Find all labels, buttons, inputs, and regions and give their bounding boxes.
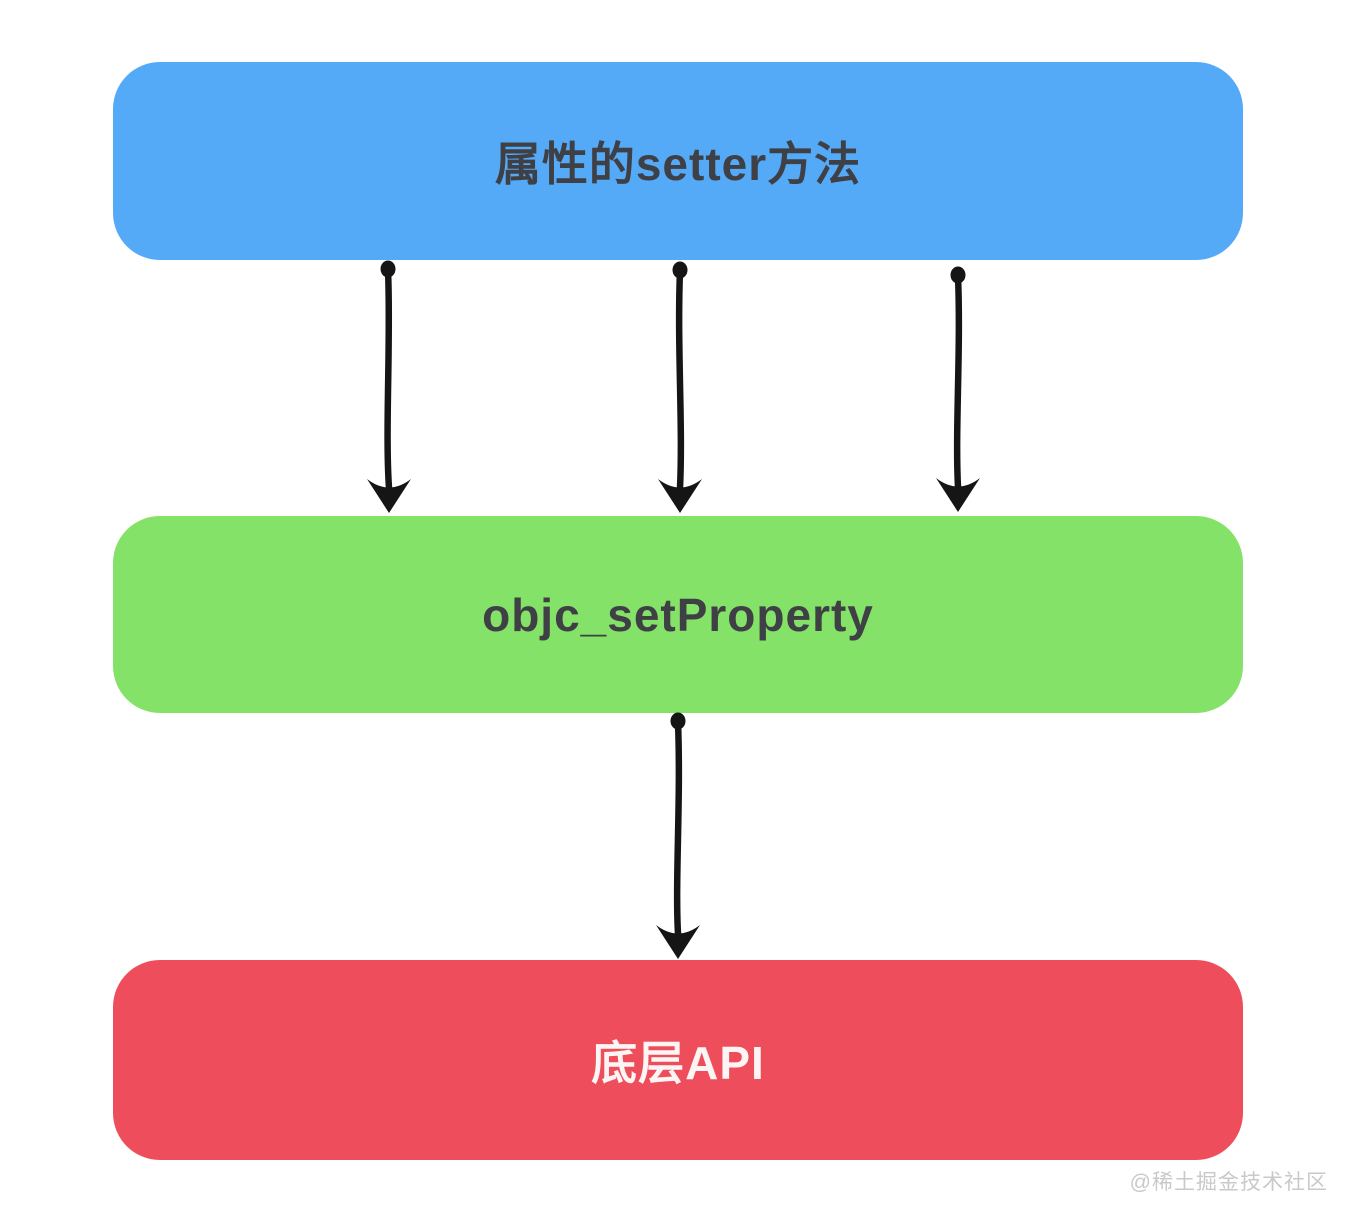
node-setter-method-label: 属性的setter方法 (494, 138, 862, 190)
arrow-setter-to-objc-1 (367, 260, 411, 513)
node-objc-setproperty-label: objc_setProperty (482, 588, 874, 641)
arrow-setter-to-objc-3 (936, 266, 980, 512)
arrow-objc-to-api (656, 712, 700, 959)
watermark-text: @稀土掘金技术社区 (1129, 1171, 1328, 1194)
node-objc-setproperty: objc_setProperty (113, 516, 1243, 713)
node-low-level-api: 底层API (113, 960, 1243, 1160)
node-setter-method: 属性的setter方法 (113, 62, 1243, 260)
node-low-level-api-label: 底层API (591, 1037, 765, 1089)
arrow-setter-to-objc-2 (658, 261, 702, 513)
